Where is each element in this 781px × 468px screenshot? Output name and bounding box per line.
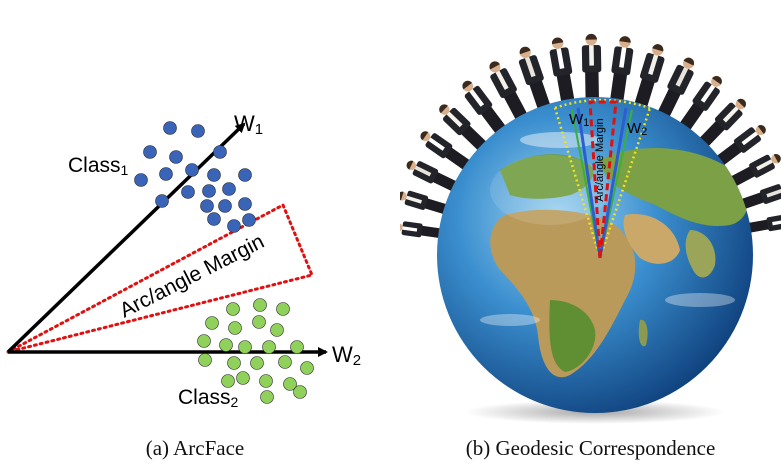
- class1-point: [242, 213, 256, 227]
- class1-point: [238, 168, 252, 182]
- class2-point: [276, 302, 290, 316]
- class2-point: [283, 377, 297, 391]
- globe-margin-wedge: [588, 100, 618, 259]
- person-figure: [400, 190, 450, 215]
- person-figure: [678, 76, 722, 133]
- class1-point: [227, 219, 241, 233]
- person-figure: [400, 221, 444, 239]
- globe-w2-label: W2: [627, 120, 647, 138]
- w1-vector: [6, 122, 246, 354]
- class2-point: [228, 321, 242, 335]
- class1-point: [200, 199, 214, 213]
- class2-point: [253, 298, 267, 312]
- class2-point: [260, 390, 274, 404]
- person-figure: [633, 44, 665, 110]
- class1-point: [143, 145, 157, 159]
- class1-point: [169, 150, 183, 164]
- class2-point: [278, 355, 292, 369]
- class2-point: [293, 385, 307, 399]
- class1-point: [218, 199, 232, 213]
- geodesic-illustration: W1 W2 Arc/angle Margin: [400, 33, 781, 424]
- class1-point: [134, 173, 148, 187]
- globe-margin-label: Arc/angle Margin: [594, 118, 606, 201]
- person-figure: [738, 184, 781, 210]
- person-figure: [609, 36, 634, 104]
- margin-wedge: [7, 202, 315, 354]
- person-figure: [489, 61, 529, 123]
- class2-point: [300, 361, 314, 375]
- class2-point: [262, 340, 276, 354]
- class1-point: [213, 145, 227, 159]
- class2-point: [226, 302, 240, 316]
- class1-point: [185, 163, 199, 177]
- globe-w1-vector: [576, 107, 602, 259]
- w1-label: W1: [234, 111, 263, 138]
- person-figure: [549, 37, 575, 105]
- class1-point: [222, 182, 236, 196]
- globe: [437, 97, 753, 413]
- class2-point: [197, 334, 211, 348]
- class2-point: [259, 374, 273, 388]
- class2-point: [270, 323, 284, 337]
- class2-point: [252, 315, 266, 329]
- person-figure: [745, 214, 781, 234]
- class2-point: [238, 340, 252, 354]
- class2-point: [205, 316, 219, 330]
- person-figure: [462, 80, 508, 136]
- margin-label: Arc/angle Margin: [116, 230, 268, 323]
- w2-label: W2: [332, 342, 361, 369]
- class1-point: [207, 212, 221, 226]
- caption-arcface: (a) ArcFace: [145, 436, 245, 460]
- person-figure: [406, 160, 459, 193]
- globe-vectors: W1 W2 Arc/angle Margin: [553, 98, 652, 259]
- class2-points: [197, 298, 314, 404]
- person-figure: [518, 46, 552, 112]
- person-figure: [656, 57, 695, 120]
- class2-point: [290, 340, 304, 354]
- class2-label: Class2: [178, 386, 239, 410]
- class2-point: [227, 356, 241, 370]
- class1-point: [207, 168, 221, 182]
- class2-point: [236, 371, 250, 385]
- class1-point: [202, 184, 216, 198]
- class2-point: [219, 338, 233, 352]
- class1-points: [134, 121, 256, 233]
- caption-geodesic: (b) Geodesic Correspondence: [465, 436, 716, 460]
- class1-point: [159, 167, 173, 181]
- class1-point: [163, 121, 177, 135]
- person-figure: [728, 153, 781, 188]
- person-figure: [581, 33, 602, 102]
- continents: [480, 132, 749, 378]
- class1-point: [155, 194, 169, 208]
- class1-point: [181, 185, 195, 199]
- class2-point: [221, 374, 235, 388]
- class2-point: [198, 353, 212, 367]
- arcface-diagram: W1 W2 Class1 Class2 Arc/angle Margin: [6, 111, 361, 410]
- class1-point: [238, 197, 252, 211]
- globe-w2-vector: [598, 107, 628, 259]
- globe-w1-label: W1: [569, 111, 589, 129]
- class2-point: [250, 356, 264, 370]
- class1-point: [191, 124, 205, 138]
- class1-label: Class1: [68, 154, 129, 178]
